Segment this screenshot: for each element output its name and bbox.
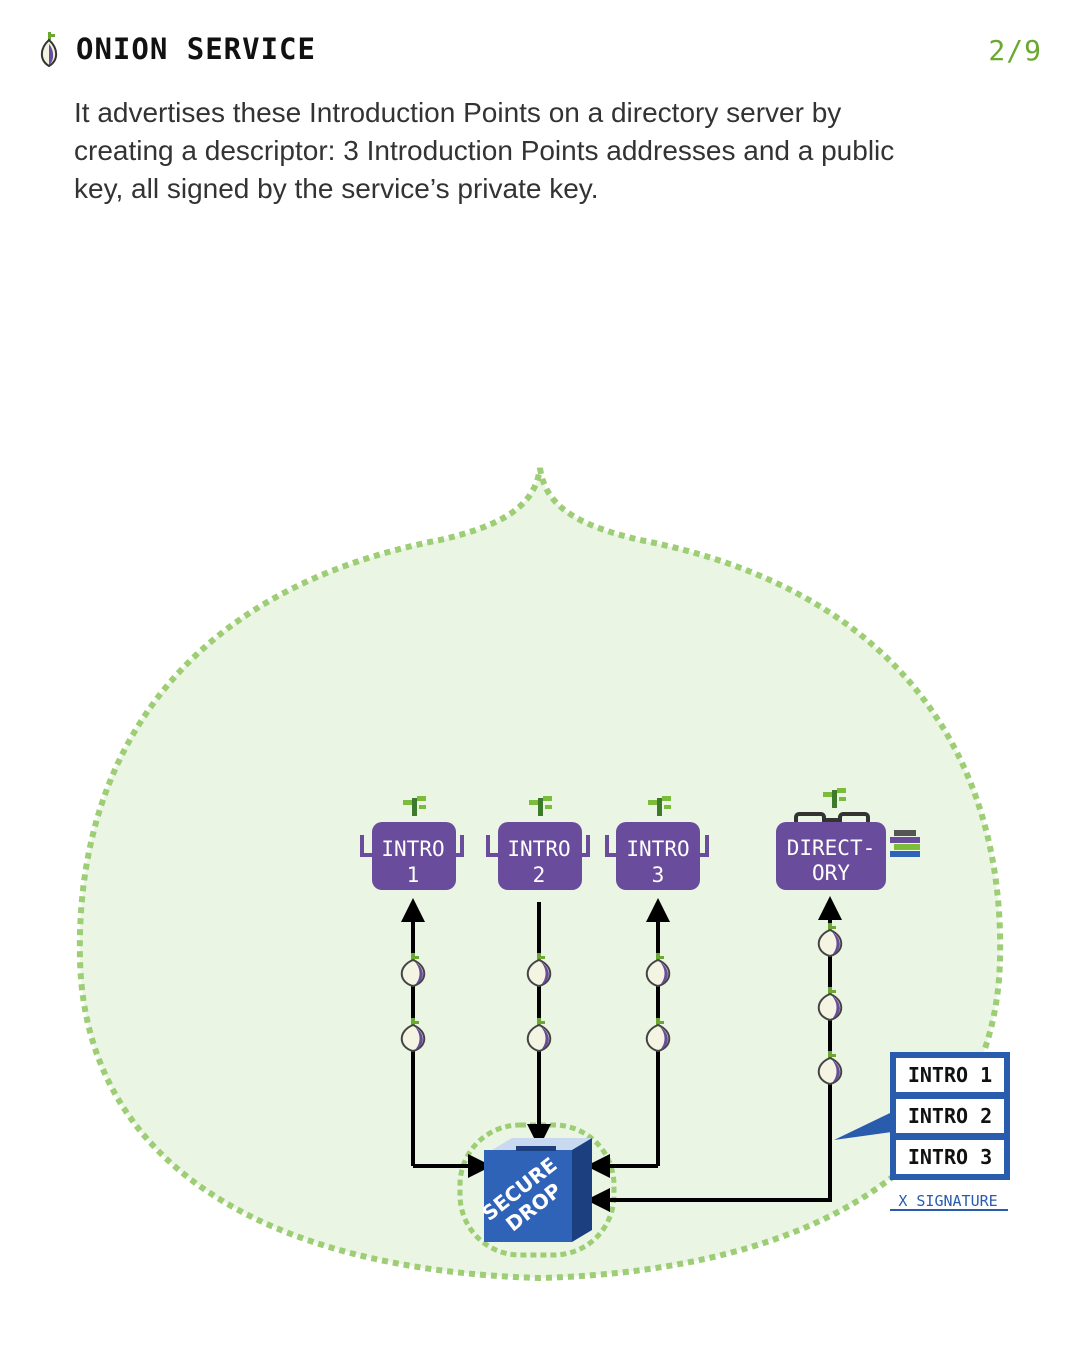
descriptor-entry-3: INTRO 3: [908, 1145, 992, 1169]
secure-drop-service: SECURE DROP: [477, 1138, 592, 1242]
description-text: It advertises these Introduction Points …: [74, 97, 895, 204]
descriptor-card: INTRO 1 INTRO 2 INTRO 3 X SIGNATURE: [834, 1052, 1010, 1211]
page-title: ONION SERVICE: [76, 32, 316, 66]
intro-3-number: 3: [652, 863, 665, 887]
header: ONION SERVICE 2/9: [36, 30, 1044, 74]
intro-2-label: INTRO: [507, 837, 570, 861]
descriptor-signature: X SIGNATURE: [898, 1192, 997, 1210]
intro-point-1: INTRO 1: [360, 796, 464, 890]
intro-1-label: INTRO: [381, 837, 444, 861]
directory-server: DIRECT- ORY: [776, 788, 920, 890]
directory-label-line2: ORY: [812, 861, 850, 885]
page-counter: 2/9: [988, 34, 1042, 67]
intro-1-number: 1: [407, 863, 420, 887]
intro-point-3: INTRO 3: [605, 796, 709, 890]
directory-label-line1: DIRECT-: [787, 836, 876, 860]
books-icon: [890, 830, 920, 857]
descriptor-entry-1: INTRO 1: [908, 1063, 992, 1087]
descriptor-entry-2: INTRO 2: [908, 1104, 992, 1128]
intro-2-number: 2: [533, 863, 546, 887]
intro-point-2: INTRO 2: [486, 796, 590, 890]
intro-3-label: INTRO: [626, 837, 689, 861]
tor-onion-icon: [40, 32, 58, 68]
